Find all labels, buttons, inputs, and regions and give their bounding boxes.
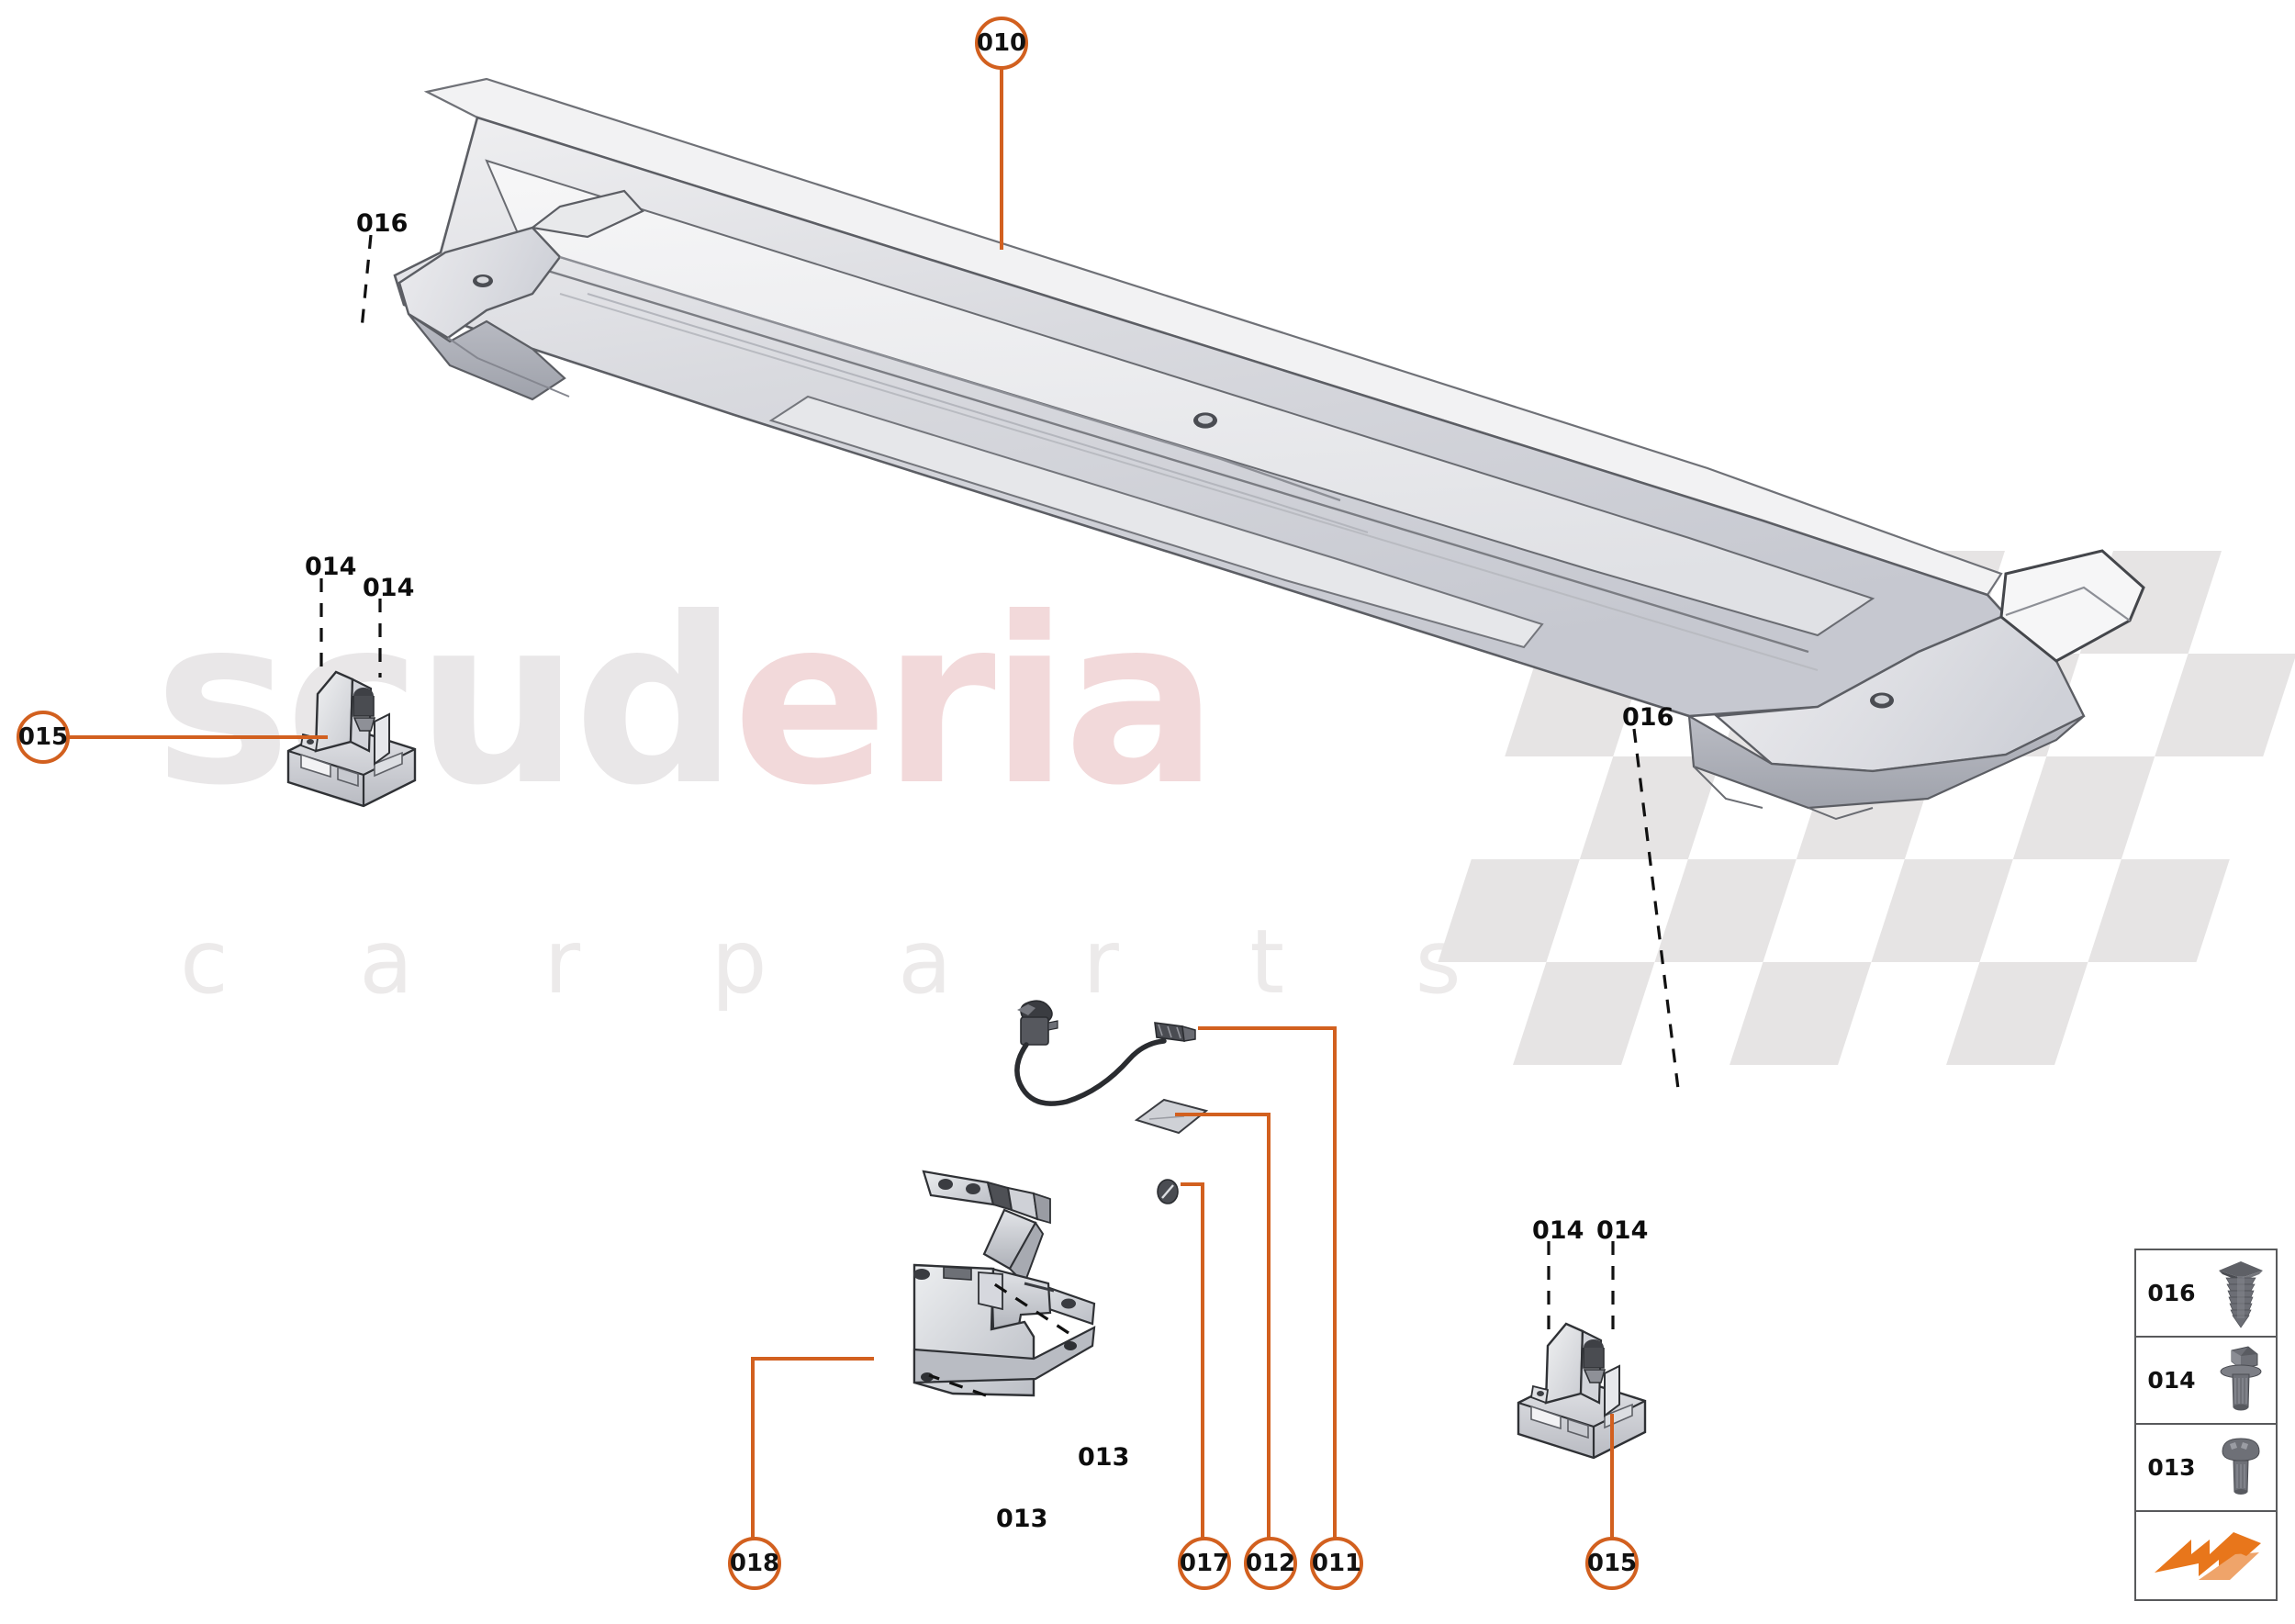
rubber-grommet bbox=[1157, 1179, 1179, 1204]
legend-row-arrow[interactable] bbox=[2136, 1512, 2276, 1599]
leader-line-012-v bbox=[1267, 1113, 1271, 1542]
leader-line-012-h bbox=[1175, 1113, 1269, 1116]
part-number-016-top-left: 016 bbox=[356, 209, 409, 238]
legend-label-014: 014 bbox=[2147, 1367, 2196, 1394]
orange-arrow-icon bbox=[2151, 1523, 2276, 1589]
callout-badge-015-right[interactable]: 015 bbox=[1585, 1537, 1639, 1590]
leader-line-011-h bbox=[1198, 1026, 1336, 1030]
legend-row-016[interactable]: 016 bbox=[2136, 1250, 2276, 1338]
part-number-014-right-b: 014 bbox=[1596, 1216, 1649, 1245]
part-number-016-right: 016 bbox=[1622, 703, 1674, 732]
leader-line-017-h bbox=[1181, 1182, 1204, 1186]
legend-row-013[interactable]: 013 bbox=[2136, 1425, 2276, 1512]
leader-line-017-v bbox=[1201, 1182, 1204, 1542]
leader-line-010 bbox=[1000, 66, 1003, 250]
fastener-legend: 016 bbox=[2134, 1249, 2278, 1601]
part-number-014-left-b: 014 bbox=[363, 574, 415, 602]
leader-line-015-left bbox=[66, 735, 328, 739]
part-number-013-b: 013 bbox=[996, 1505, 1048, 1533]
pan-head-screw-icon bbox=[2207, 1435, 2276, 1501]
leader-line-018-h bbox=[751, 1357, 874, 1361]
callout-badge-011[interactable]: 011 bbox=[1310, 1537, 1363, 1590]
bonnet-latch-bracket bbox=[912, 1170, 1096, 1397]
part-number-014-right-a: 014 bbox=[1532, 1216, 1584, 1245]
leader-line-015-right bbox=[1610, 1414, 1614, 1542]
legend-label-016: 016 bbox=[2147, 1280, 2196, 1306]
callout-badge-018[interactable]: 018 bbox=[728, 1537, 781, 1590]
legend-row-014[interactable]: 014 bbox=[2136, 1338, 2276, 1425]
leader-line-018-v bbox=[751, 1357, 755, 1540]
plastic-rivet-clip-icon bbox=[2207, 1258, 2276, 1329]
part-number-013-a: 013 bbox=[1078, 1443, 1130, 1472]
part-number-014-left-a: 014 bbox=[305, 553, 357, 581]
callout-badge-017[interactable]: 017 bbox=[1178, 1537, 1231, 1590]
washer-jet-nozzle bbox=[1014, 1000, 1196, 1106]
hex-flange-bolt-icon bbox=[2207, 1345, 2276, 1417]
cowl-mounting-clip-left bbox=[286, 670, 417, 808]
windscreen-cowl-panel bbox=[393, 77, 2145, 821]
callout-badge-015-left[interactable]: 015 bbox=[17, 711, 70, 764]
callout-badge-012[interactable]: 012 bbox=[1244, 1537, 1297, 1590]
callout-badge-010[interactable]: 010 bbox=[975, 17, 1028, 70]
legend-label-013: 013 bbox=[2147, 1454, 2196, 1481]
leader-line-011-v bbox=[1333, 1026, 1337, 1542]
adhesive-pad bbox=[1134, 1098, 1209, 1135]
